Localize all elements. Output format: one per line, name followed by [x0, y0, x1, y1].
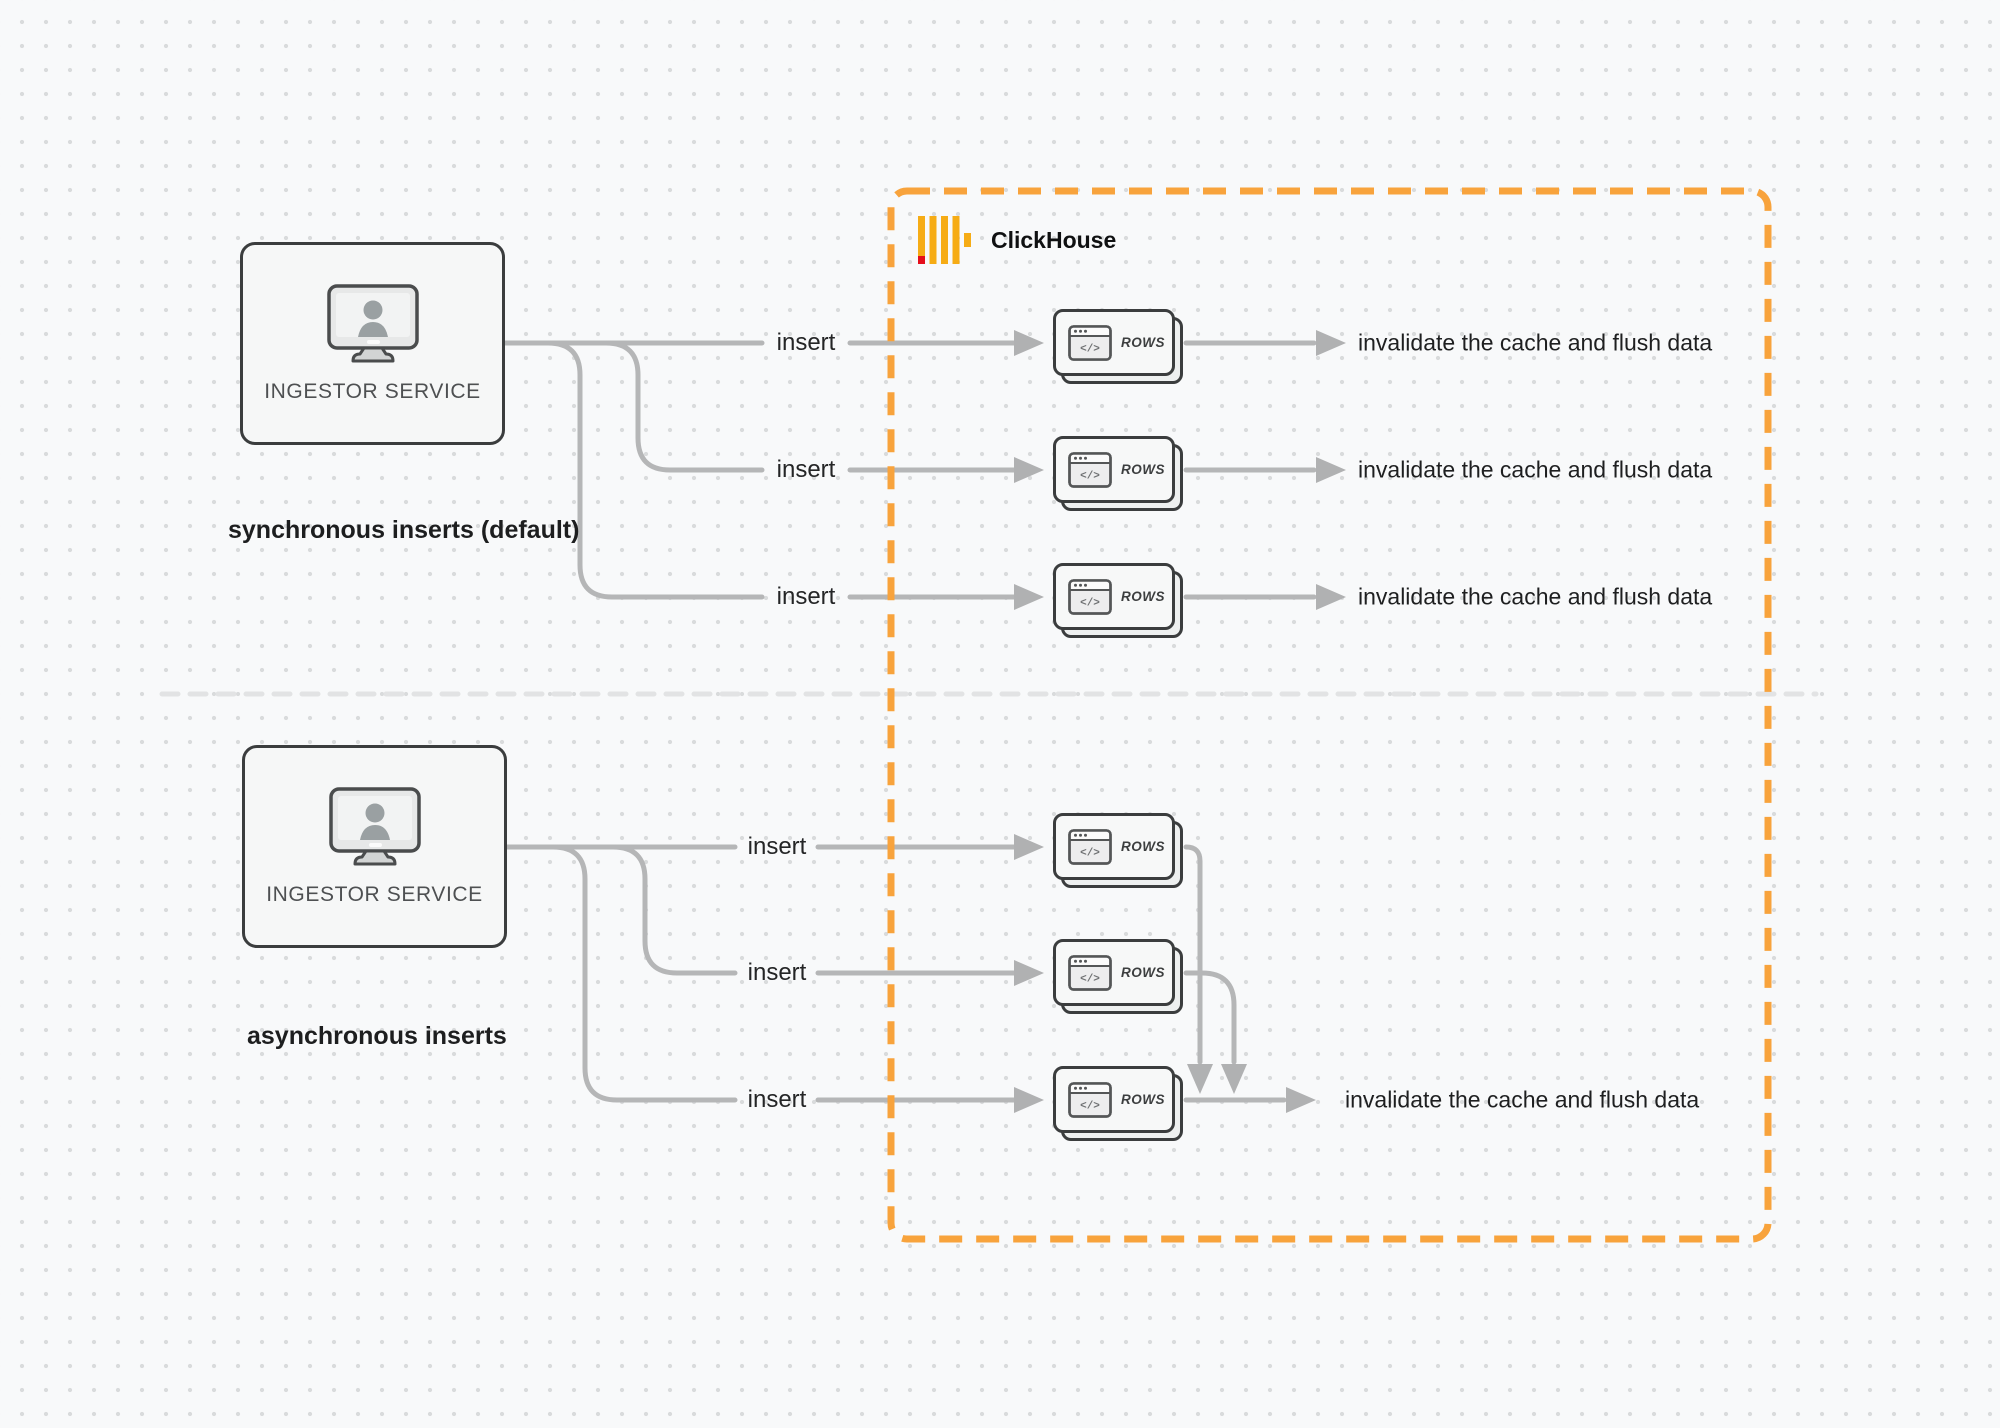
ingestor-service-label: INGESTOR SERVICE [264, 379, 481, 403]
rows-card: </> ROWS [1053, 1066, 1183, 1141]
ingestor-service-box-sync: INGESTOR SERVICE [240, 242, 505, 445]
arrowhead-async-insert2 [1014, 960, 1044, 986]
rows-card: </> ROWS [1053, 563, 1183, 638]
rows-card-label: ROWS [1121, 462, 1165, 477]
rows-card-front: </> ROWS [1053, 563, 1175, 630]
result-label: invalidate the cache and flush data [1358, 329, 1713, 356]
code-glyph: </> [1080, 847, 1100, 859]
code-window-icon: </> [1068, 451, 1112, 488]
insert-label: insert [747, 959, 807, 986]
clickhouse-logo-icon [918, 216, 971, 264]
code-window-icon: </> [1068, 324, 1112, 361]
rows-card-label: ROWS [1121, 1092, 1165, 1107]
connector-async-merge1 [1183, 844, 1203, 1065]
insert-label: insert [747, 1086, 807, 1113]
insert-label: insert [776, 329, 836, 356]
arrowhead-sync-insert2 [1014, 457, 1044, 483]
arrowhead-sync-result1 [1316, 330, 1346, 356]
code-window-icon: </> [1068, 828, 1112, 865]
rows-card-label: ROWS [1121, 839, 1165, 854]
insert-label: insert [747, 833, 807, 860]
rows-card-front: </> ROWS [1053, 939, 1175, 1006]
code-glyph: </> [1080, 470, 1100, 482]
arrowhead-async-merge2 [1221, 1064, 1247, 1094]
arrowhead-sync-insert3 [1014, 584, 1044, 610]
insert-label: insert [776, 583, 836, 610]
code-glyph: </> [1080, 343, 1100, 355]
arrowhead-async-result [1286, 1087, 1316, 1113]
ingestor-service-box-async: INGESTOR SERVICE [242, 745, 507, 948]
arrowhead-async-insert3 [1014, 1087, 1044, 1113]
arrowhead-sync-insert1 [1014, 330, 1044, 356]
code-glyph: </> [1080, 1100, 1100, 1112]
rows-card-front: </> ROWS [1053, 309, 1175, 376]
connector-sync-row2-a [502, 340, 765, 473]
arrowhead-async-merge1 [1187, 1064, 1213, 1094]
insert-label: insert [776, 456, 836, 483]
result-label: invalidate the cache and flush data [1358, 583, 1713, 610]
monitor-user-icon [326, 283, 419, 362]
ingestor-service-label: INGESTOR SERVICE [266, 882, 483, 906]
clickhouse-logo: ClickHouse [918, 216, 1116, 264]
connector-async-row3-a [502, 844, 738, 1103]
arrowhead-sync-result3 [1316, 584, 1346, 610]
code-glyph: </> [1080, 973, 1100, 985]
clickhouse-label: ClickHouse [991, 226, 1117, 253]
code-window-icon: </> [1068, 578, 1112, 615]
rows-card-front: </> ROWS [1053, 436, 1175, 503]
result-label: invalidate the cache and flush data [1358, 456, 1713, 483]
monitor-user-icon [328, 786, 421, 865]
result-label: invalidate the cache and flush data [1345, 1086, 1700, 1113]
code-window-icon: </> [1068, 1081, 1112, 1118]
async-caption: asynchronous inserts [247, 1022, 507, 1050]
rows-card: </> ROWS [1053, 813, 1183, 888]
rows-card-label: ROWS [1121, 965, 1165, 980]
rows-card-front: </> ROWS [1053, 1066, 1175, 1133]
rows-card: </> ROWS [1053, 436, 1183, 511]
code-window-icon: </> [1068, 954, 1112, 991]
rows-card: </> ROWS [1053, 309, 1183, 384]
connector-sync-row3-a [502, 340, 765, 600]
sync-caption: synchronous inserts (default) [228, 516, 580, 544]
rows-card-front: </> ROWS [1053, 813, 1175, 880]
arrowhead-async-insert1 [1014, 834, 1044, 860]
rows-card-label: ROWS [1121, 589, 1165, 604]
arrowhead-sync-result2 [1316, 457, 1346, 483]
connector-async-row2-a [502, 844, 738, 976]
connector-async-merge2 [1183, 970, 1237, 1065]
rows-card: </> ROWS [1053, 939, 1183, 1014]
rows-card-label: ROWS [1121, 335, 1165, 350]
code-glyph: </> [1080, 597, 1100, 609]
